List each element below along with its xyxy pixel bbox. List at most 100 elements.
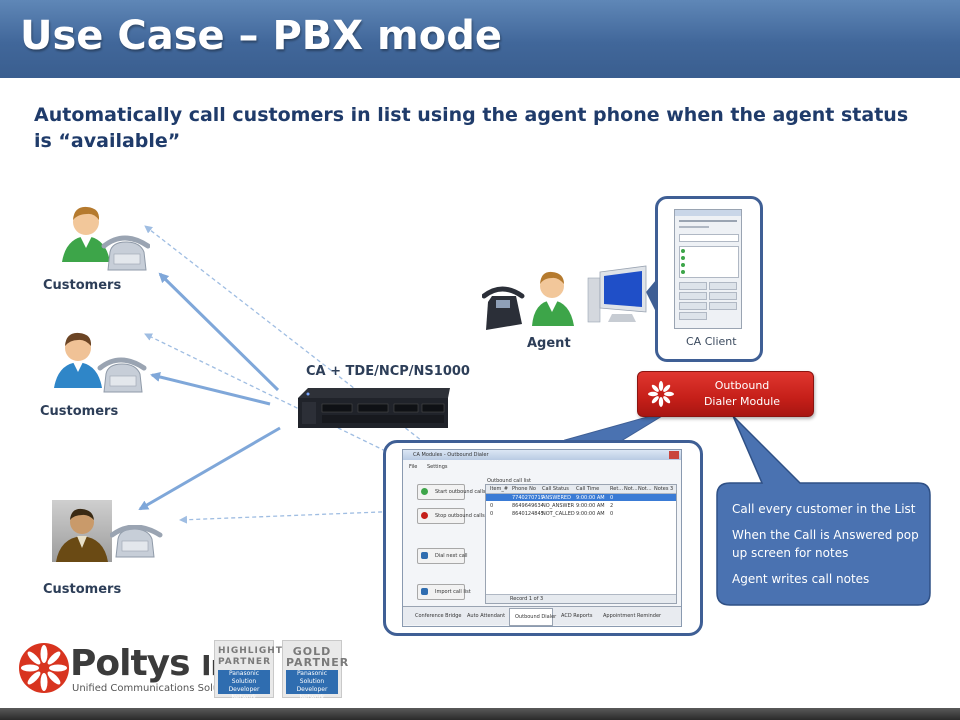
ca-client-button xyxy=(679,292,707,300)
column-header: Ret... xyxy=(610,486,624,492)
module-label-line1: Outbound xyxy=(714,379,770,392)
column-header: Not... xyxy=(638,486,652,492)
customer-3-label: Customers xyxy=(43,582,122,597)
row-cell: 7740270719 xyxy=(512,495,544,501)
row-cell: 8649649634 xyxy=(512,503,544,509)
customer-2-label: Customers xyxy=(40,404,119,419)
agent-label: Agent xyxy=(527,336,571,351)
ca-client-frame: CA Client xyxy=(655,196,763,362)
column-header: Item_# xyxy=(490,486,509,492)
status-dot-icon xyxy=(681,263,685,267)
customer-3-phone-icon xyxy=(110,525,163,558)
row-cell: 0 xyxy=(490,503,494,509)
notes-bubble xyxy=(716,415,931,606)
start-outbound-calls-button[interactable]: Start outbound calls xyxy=(417,484,486,500)
stop-button-label: Stop outbound calls xyxy=(435,513,485,519)
poltys-flower-icon xyxy=(648,381,674,407)
module-tabs: Conference Bridge Auto Attendant Outboun… xyxy=(403,606,681,626)
arrow-to-customer-1 xyxy=(158,272,280,392)
column-header: Phone No xyxy=(512,486,536,492)
table-row[interactable]: 0 8640124845 NOT_CALLED 9:00:00 AM 0 xyxy=(486,510,676,517)
row-cell: NO_ANSWER xyxy=(542,503,575,509)
ca-client-list xyxy=(679,246,739,278)
ca-client-titlebar xyxy=(675,210,741,216)
note-item-3: Agent writes call notes xyxy=(732,572,870,586)
dialer-window-frame: CA Modules - Outbound Dialer File Settin… xyxy=(383,440,703,636)
tab-outbound-dialer-label: Outbound Dialer xyxy=(515,614,557,620)
menu-settings[interactable]: Settings xyxy=(427,464,448,470)
ca-client-row xyxy=(679,220,737,222)
ca-client-button xyxy=(709,302,737,310)
row-cell: 8640124845 xyxy=(512,511,544,517)
ca-client-row xyxy=(679,226,709,228)
module-label: Outbound Dialer Module xyxy=(676,378,808,410)
import-call-list-button[interactable]: Import call list xyxy=(417,584,471,600)
menu-file[interactable]: File xyxy=(409,464,418,470)
module-label-line2: Dialer Module xyxy=(703,395,781,408)
dialer-titlebar: CA Modules - Outbound Dialer xyxy=(403,450,681,460)
note-item-2: When the Call is Answered pop up screen … xyxy=(732,528,919,560)
status-dot-icon xyxy=(681,256,685,260)
grid-header: Item_# Phone No Call Status Call Time Re… xyxy=(486,485,676,494)
column-header: Not... xyxy=(624,486,638,492)
ca-client-button xyxy=(679,312,707,320)
row-cell: 0 xyxy=(490,511,494,517)
title-bar xyxy=(0,0,960,78)
tab-acd-reports[interactable]: ACD Reports xyxy=(561,613,593,619)
poltys-name-text: Poltys xyxy=(70,643,191,684)
customer-2-icon xyxy=(54,332,147,393)
badge2-line2: PARTNER xyxy=(286,656,350,669)
ca-client-label: CA Client xyxy=(686,335,737,348)
ca-client-button xyxy=(709,282,737,290)
stop-outbound-calls-button[interactable]: Stop outbound calls xyxy=(417,508,485,524)
column-header: Call Time xyxy=(576,486,600,492)
call-list-grid: Item_# Phone No Call Status Call Time Re… xyxy=(485,484,677,604)
tab-outbound-dialer[interactable]: Outbound Dialer xyxy=(509,608,557,626)
arrow-to-customer-3 xyxy=(138,426,281,511)
ca-client-button xyxy=(679,302,707,310)
grid-navigator[interactable]: Record 1 of 3 xyxy=(486,594,676,603)
dial-next-call-button[interactable]: Dial next call xyxy=(417,548,468,564)
row-cell: 0 xyxy=(610,495,614,501)
outbound-dialer-module: Outbound Dialer Module xyxy=(637,371,814,417)
record-counter: Record 1 of 3 xyxy=(510,596,544,602)
ca-client-button xyxy=(709,292,737,300)
start-button-label: Start outbound calls xyxy=(435,489,486,495)
dialer-title: CA Modules - Outbound Dialer xyxy=(413,452,489,458)
row-cell: 9:00:00 AM xyxy=(576,503,605,509)
tab-auto-attendant[interactable]: Auto Attendant xyxy=(467,613,506,619)
import-icon xyxy=(421,588,428,595)
badge1-line1: HIGHLIGHTED xyxy=(218,646,299,656)
stop-icon xyxy=(421,512,428,519)
table-row[interactable]: 7740270719 ANSWERED 9:00:00 AM 0 xyxy=(486,494,676,501)
import-button-label: Import call list xyxy=(435,589,471,595)
client-frame-pointer xyxy=(646,280,656,312)
customer-1-icon xyxy=(62,206,150,271)
status-dot-icon xyxy=(681,249,685,253)
poltys-tagline: Unified Communications Solutions xyxy=(72,683,244,694)
badge2-sub: Panasonic Solution Developer Network xyxy=(286,670,338,701)
tab-appointment-reminder[interactable]: Appointment Reminder xyxy=(603,613,662,619)
pbx-label: CA + TDE/NCP/NS1000 xyxy=(306,364,470,379)
badge2-line1: GOLD xyxy=(292,645,332,658)
row-cell: 9:00:00 AM xyxy=(576,511,605,517)
slide-subtitle: Automatically call customers in list usi… xyxy=(34,104,909,152)
row-cell: ANSWERED xyxy=(542,495,571,501)
outbound-list-label: Outbound call list xyxy=(487,478,531,484)
ca-client-window xyxy=(674,209,742,329)
footer-bar xyxy=(0,708,960,720)
row-cell: 2 xyxy=(610,503,614,509)
tab-conference-bridge[interactable]: Conference Bridge xyxy=(415,613,462,619)
customer-3-icon xyxy=(56,508,108,562)
row-cell: 9:00:00 AM xyxy=(576,495,605,501)
pbx-device-icon xyxy=(298,388,450,428)
agent-workstation-icon xyxy=(482,265,647,330)
dashed-line-customer-2 xyxy=(144,333,481,498)
customer-1-label: Customers xyxy=(43,278,122,293)
table-row[interactable]: 0 8649649634 NO_ANSWER 9:00:00 AM 2 xyxy=(486,502,676,509)
close-icon[interactable] xyxy=(669,451,679,459)
row-cell: NOT_CALLED xyxy=(542,511,575,517)
